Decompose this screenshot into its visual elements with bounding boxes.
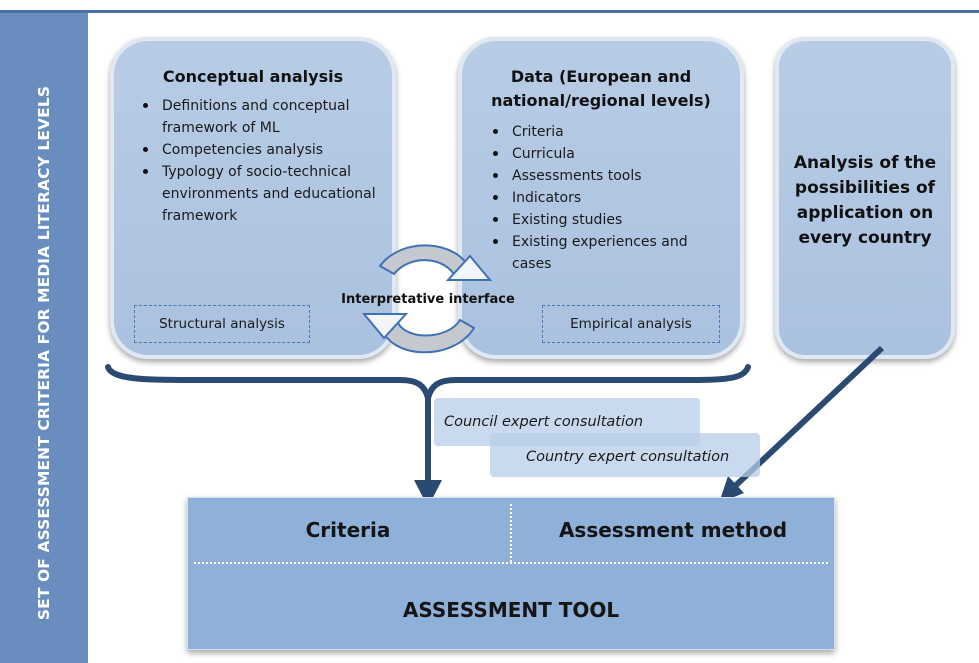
- grouping-brace: [105, 364, 751, 399]
- list-item: Definitions and conceptual framework of …: [138, 95, 376, 139]
- sidebar-banner: SET OF ASSESSMENT CRITERIA FOR MEDIA LIT…: [0, 13, 88, 663]
- cycle-arrows-icon: [361, 244, 493, 354]
- criteria-label: Criteria: [305, 518, 391, 542]
- list-item: Existing studies: [488, 209, 724, 231]
- data-levels-title: Data (European and national/regional lev…: [458, 65, 744, 113]
- list-item: Curricula: [488, 143, 724, 165]
- conceptual-analysis-list: Definitions and conceptual framework of …: [138, 95, 376, 227]
- conceptual-analysis-title: Conceptual analysis: [162, 67, 344, 86]
- conceptual-analysis-card: Conceptual analysis Definitions and conc…: [110, 37, 396, 359]
- empirical-analysis-box: Empirical analysis: [542, 305, 720, 343]
- structural-analysis-box: Structural analysis: [134, 305, 310, 343]
- interpretative-interface-label: Interpretative interface: [341, 292, 515, 307]
- tool-vertical-divider: [510, 504, 512, 562]
- data-levels-card: Data (European and national/regional lev…: [458, 37, 744, 359]
- list-item: Criteria: [488, 121, 724, 143]
- list-item: Competencies analysis: [138, 139, 376, 161]
- application-analysis-title: Analysis of the possibilities of applica…: [793, 153, 937, 248]
- data-levels-title-text: Data (European and national/regional lev…: [491, 67, 711, 110]
- assessment-tool-box: Criteria Assessment method ASSESSMENT TO…: [187, 497, 835, 650]
- list-item: Existing experiences and cases: [488, 231, 724, 275]
- data-levels-list: Criteria Curricula Assessments tools Ind…: [488, 121, 724, 275]
- assessment-tool-title: ASSESSMENT TOOL: [402, 598, 620, 622]
- application-analysis-card: Analysis of the possibilities of applica…: [775, 37, 955, 359]
- council-consultation-label: Council expert consultation: [444, 414, 644, 430]
- country-consultation-label: Country expert consultation: [526, 449, 730, 465]
- list-item: Assessments tools: [488, 165, 724, 187]
- tool-horizontal-divider: [194, 562, 828, 564]
- assessment-method-label: Assessment method: [558, 518, 788, 542]
- list-item: Indicators: [488, 187, 724, 209]
- country-consultation-band: Country expert consultation: [490, 433, 760, 477]
- sidebar-title: SET OF ASSESSMENT CRITERIA FOR MEDIA LIT…: [35, 85, 53, 621]
- list-item: Typology of socio-technical environments…: [138, 161, 376, 227]
- top-border: [0, 10, 979, 13]
